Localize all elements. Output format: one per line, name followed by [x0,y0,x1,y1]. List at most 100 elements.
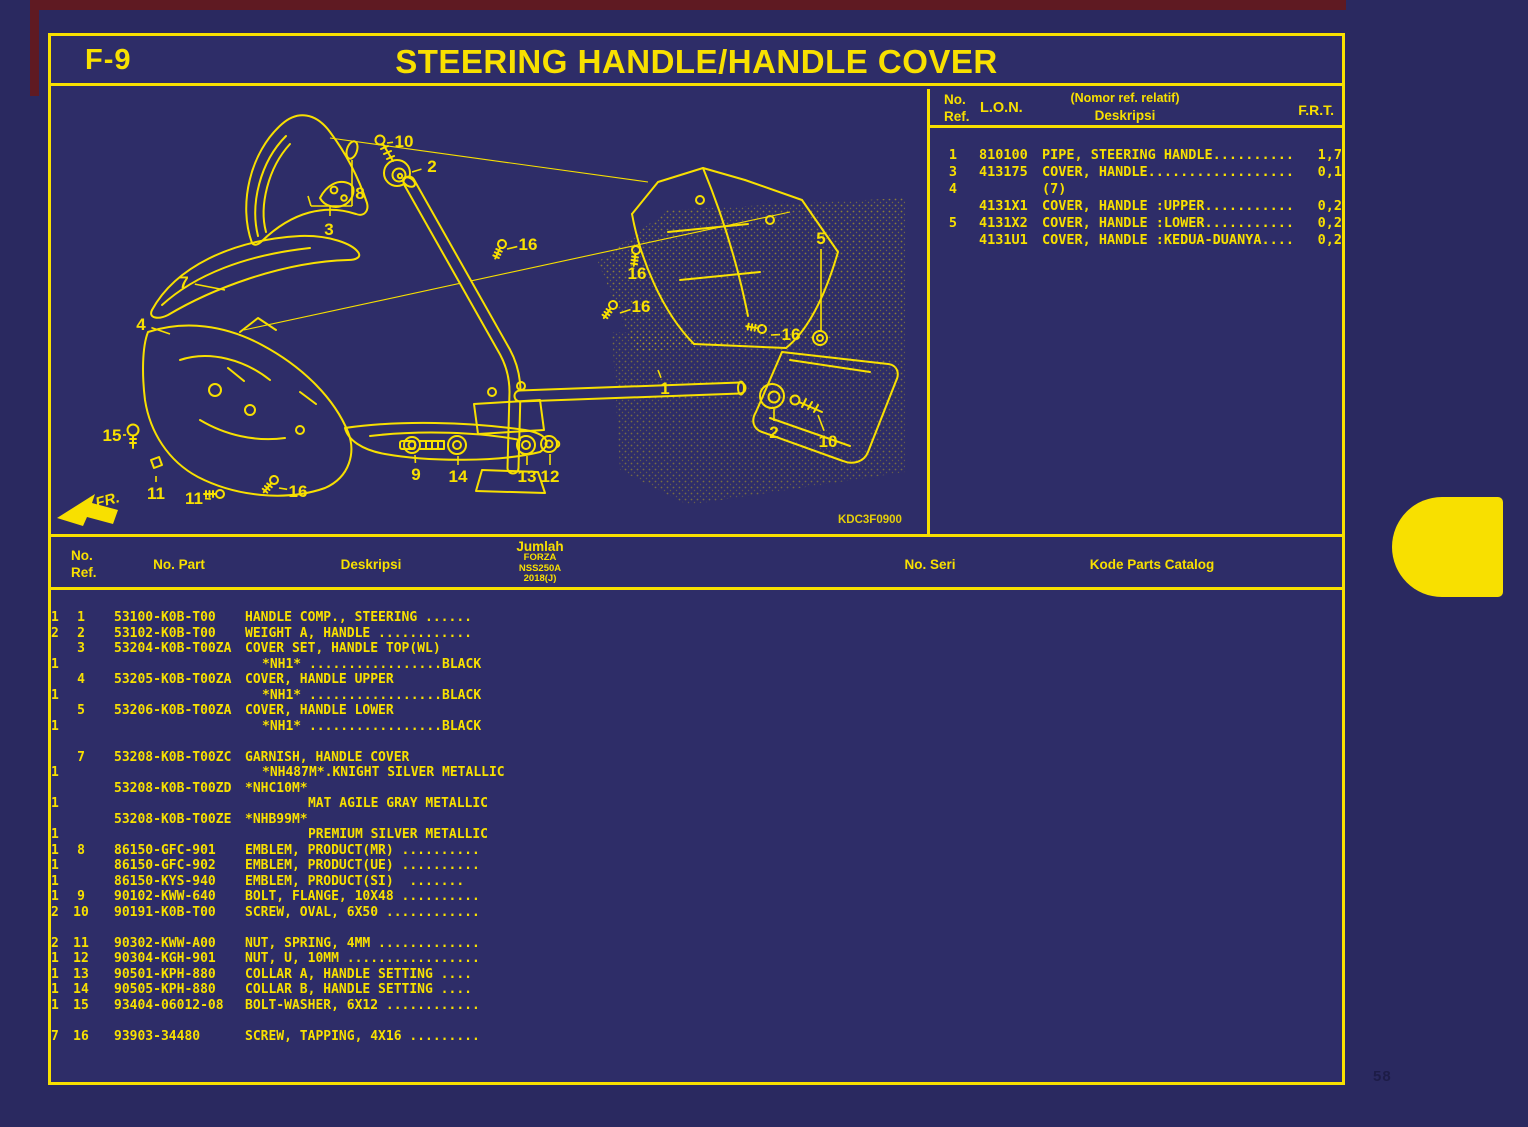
parts-row-blank [51,920,1342,936]
parts-table-header: No. Ref. No. Part Deskripsi Jumlah FORZA… [51,540,1342,590]
callout-8: 8 [355,184,364,203]
part-screw-10-top [374,134,395,162]
callout-16: 16 [632,297,651,316]
col-desc-note: (Nomor ref. relatif) [1070,91,1180,105]
part-garnish-7 [150,234,361,319]
callout-12: 12 [541,467,560,486]
callout-16: 16 [289,482,308,501]
callout-16: 16 [519,235,538,254]
parts-row: 53208-K0B-T00ZD*NHC10M* [114,780,308,796]
col-lon: L.O.N. [980,100,1023,116]
callout-leader [386,141,394,144]
col-no-seri: No. Seri [904,557,956,572]
callout-5: 5 [816,229,825,248]
col-no: No. [71,548,93,563]
page-tab [1392,497,1503,597]
fr-arrow: FR. [57,489,121,526]
diagram-svg: FR. KDC3F0900 10283741511111616161616512… [57,114,905,526]
callout-leader [278,487,288,491]
callout-15: 15 [103,426,122,445]
part-rear-frame [631,167,839,349]
part-front-cover-4 [142,317,353,497]
callout-3: 3 [324,220,333,239]
col-part: No. Part [153,557,205,572]
callout-leader [817,414,825,432]
part-weight-2-top [383,159,411,187]
callout-11: 11 [185,489,203,508]
callout-leader [151,326,171,335]
callout-10: 10 [395,132,414,151]
callout-13: 13 [518,467,537,486]
ref-table-row: 4(7) [948,181,1067,197]
part-top-cover-3 [245,114,369,246]
diagram-code: KDC3F0900 [838,514,902,526]
hardware-row [403,435,561,455]
callout-leader [506,245,518,250]
parts-row-blank [51,1013,1342,1029]
callout-2: 2 [427,157,436,176]
reference-table-header: No. Ref. L.O.N. (Nomor ref. relatif) Des… [930,89,1342,128]
part-handle-pipe-1 [402,175,747,494]
callout-leader [657,369,662,379]
col-ref: Ref. [944,109,970,124]
fr-label: FR. [94,489,122,512]
col-deskripsi: Deskripsi [340,557,402,572]
callout-leader [619,308,631,314]
part-gasket-8 [307,140,359,216]
jumlah-variant: NSS250A [518,562,562,574]
callout-leader [194,283,226,291]
callout-14: 14 [449,467,468,486]
left-edge-strip [30,0,39,96]
page-code: F-9 [85,44,132,76]
parts-row: 53208-K0B-T00ZE*NHB99M* [114,811,308,827]
callout-1: 1 [660,379,669,398]
callout-16: 16 [628,264,647,283]
catalog-page: F-9 STEERING HANDLE/HANDLE COVER [48,33,1345,1085]
callout-10: 10 [819,432,838,451]
part-lower-cover-5 [752,330,899,464]
col-no: No. [944,92,966,107]
jumlah-year: 2018(J) [523,573,557,584]
page-title: STEERING HANDLE/HANDLE COVER [395,43,998,80]
callout-16: 16 [782,325,801,344]
callout-11: 11 [147,484,165,503]
callout-2: 2 [769,423,778,442]
small-fasteners [126,237,768,499]
part-weight-2-right [759,383,785,409]
jumlah-model: FORZA [523,552,557,563]
callout-leader [411,168,422,173]
callout-9: 9 [411,465,420,484]
top-edge-strip [30,0,1346,10]
jumlah-title: Jumlah [516,539,564,554]
col-frt: F.R.T. [1298,102,1334,118]
ghost-mark: 58 [1373,1068,1392,1085]
parts-row-blank [51,734,1342,750]
